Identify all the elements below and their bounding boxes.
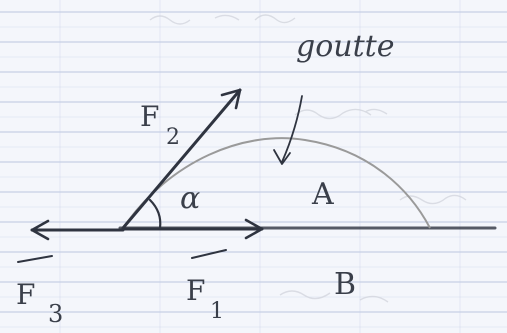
paper-grid-minor bbox=[0, 26, 507, 328]
f3-vector-bar bbox=[17, 255, 53, 263]
angle-arc bbox=[148, 198, 162, 230]
drop-pointer-arrow bbox=[273, 95, 303, 165]
f2-vector bbox=[121, 88, 242, 230]
f3-vector bbox=[30, 219, 125, 241]
paper-grid bbox=[0, 11, 507, 313]
drop-curve bbox=[122, 137, 431, 229]
f2-subscript: 2 bbox=[166, 125, 180, 150]
bleed-through-writing bbox=[149, 14, 467, 303]
f1-subscript: 1 bbox=[210, 299, 224, 324]
f1-label: F bbox=[186, 274, 205, 307]
alpha-label: α bbox=[180, 181, 200, 216]
f3-subscript: 3 bbox=[48, 300, 63, 328]
f1-vector-bar bbox=[191, 249, 227, 259]
f1-vector bbox=[121, 218, 264, 240]
f3-label: F bbox=[16, 278, 35, 311]
medium-b-label: B bbox=[334, 267, 356, 302]
drop-label: goutte bbox=[296, 29, 394, 64]
f2-label: F bbox=[140, 100, 159, 133]
paper-verticals bbox=[59, 0, 461, 333]
medium-a-label: A bbox=[311, 177, 334, 212]
